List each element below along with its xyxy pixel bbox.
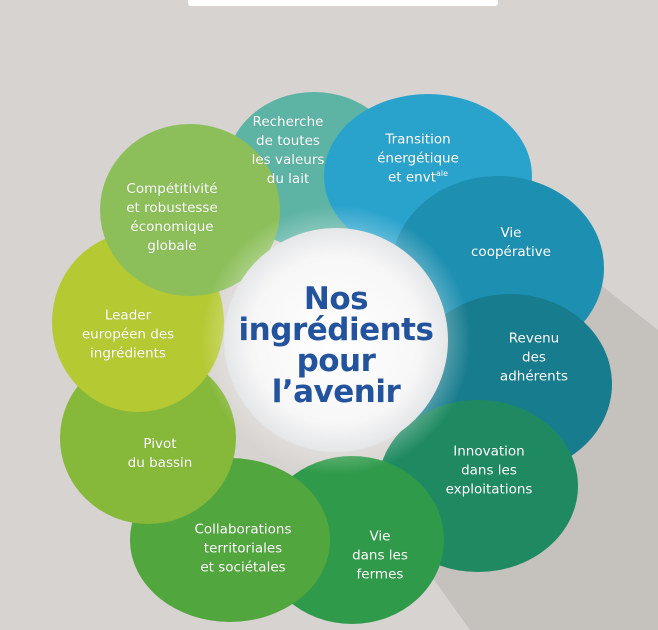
petal-label-vie-cooperative: Vie coopérative — [471, 224, 551, 262]
petal-label-innovation: Innovation dans les exploitations — [446, 443, 533, 500]
petal-label-recherche: Recherche de toutes les valeurs du lait — [252, 113, 325, 189]
petal-superscript: ale — [436, 169, 449, 178]
petal-label-transition: Transition énergétique et envtale — [377, 131, 459, 188]
petal-text: Innovation dans les exploitations — [445, 443, 533, 498]
center-circle — [224, 228, 448, 452]
petal-text: Collaborations territoriales et sociétal… — [194, 521, 292, 576]
petal-label-revenu: Revenu des adhérents — [500, 330, 568, 387]
petal-text: Pivot du bassin — [127, 436, 193, 471]
petal-label-collaborations: Collaborations territoriales et sociétal… — [194, 521, 291, 578]
petal-label-vie-fermes: Vie dans les fermes — [352, 528, 408, 585]
petal-text: Recherche de toutes les valeurs du lait — [251, 114, 325, 187]
center-title: Nos ingrédients pour l’avenir — [238, 281, 434, 410]
petal-text: Leader européen des ingrédients — [81, 307, 175, 362]
petal-label-competitivite: Compétitivité et robustesse économique g… — [126, 180, 218, 256]
petal-text: Vie coopérative — [471, 225, 551, 260]
top-tab-decoration — [188, 0, 498, 6]
petal-text: Compétitivité et robustesse économique g… — [126, 181, 218, 254]
petal-text: Transition énergétique et envt — [377, 131, 459, 186]
petal-text: Revenu des adhérents — [499, 330, 569, 385]
petal-label-pivot: Pivot du bassin — [128, 435, 193, 473]
petal-text: Vie dans les fermes — [352, 528, 408, 583]
petal-label-leader: Leader européen des ingrédients — [82, 307, 174, 364]
